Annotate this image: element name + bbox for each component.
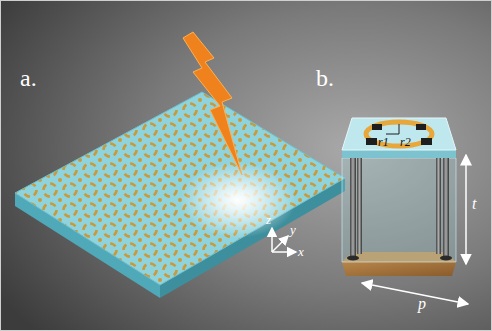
radius-label: r2 xyxy=(400,136,411,148)
radius-label: r1 xyxy=(378,136,389,148)
dimension-label: t xyxy=(472,196,476,212)
panel-letter: b. xyxy=(316,66,334,90)
panel-letter: a. xyxy=(20,66,37,90)
axis-label: y xyxy=(290,223,296,236)
axis-label: x xyxy=(298,245,304,258)
dimension-label: p xyxy=(418,296,426,312)
axis-label: z xyxy=(266,213,271,226)
